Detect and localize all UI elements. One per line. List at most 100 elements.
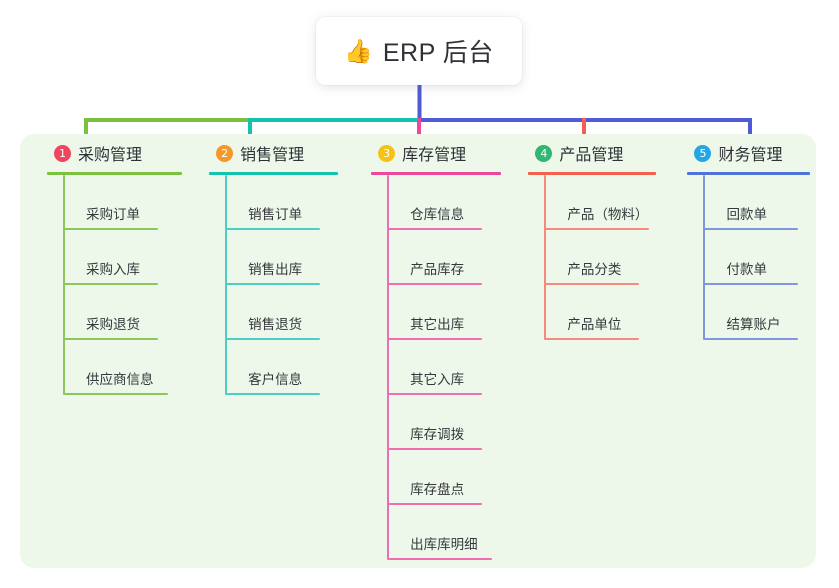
leaf-item-underline	[64, 393, 168, 395]
leaf-item-label: 出库库明细	[410, 537, 478, 552]
leaf-item-label: 产品（物料）	[567, 207, 649, 222]
leaf-item[interactable]: 付款单	[703, 230, 816, 285]
leaf-item-label: 销售退货	[248, 317, 303, 332]
branch-leaf-list: 回款单付款单结算账户	[703, 175, 816, 340]
leaf-item-underline	[64, 338, 158, 340]
leaf-item-label: 销售出库	[248, 262, 303, 277]
branch-column-2: 2 销售管理销售订单销售出库销售退货客户信息	[200, 134, 362, 568]
leaf-item[interactable]: 采购入库	[63, 230, 200, 285]
leaf-item-label: 其它出库	[410, 317, 465, 332]
leaf-item-underline	[226, 283, 321, 285]
branch-column-5: 5 财务管理回款单付款单结算账户	[678, 134, 816, 568]
leaf-item[interactable]: 库存调拨	[387, 395, 519, 450]
branch-index-badge: 4	[535, 144, 553, 162]
leaf-item-underline	[704, 228, 799, 230]
leaf-item[interactable]: 产品库存	[387, 230, 519, 285]
leaf-item-underline	[388, 283, 483, 285]
branch-stem	[703, 175, 706, 340]
leaf-item[interactable]: 产品分类	[544, 230, 678, 285]
leaf-item[interactable]: 其它入库	[387, 340, 519, 395]
leaf-item-underline	[545, 228, 650, 230]
leaf-item-label: 库存盘点	[410, 482, 465, 497]
leaf-item-label: 采购入库	[86, 262, 140, 277]
leaf-item-label: 采购退货	[86, 317, 140, 332]
root-node-title: ERP 后台	[382, 39, 494, 67]
root-node-content: 👍 ERP 后台	[344, 33, 494, 69]
branch-title: 库存管理	[402, 147, 467, 164]
leaf-item[interactable]: 回款单	[703, 175, 816, 230]
branch-stem	[544, 175, 547, 340]
leaf-item-label: 仓库信息	[410, 207, 465, 222]
branch-stem	[387, 175, 390, 560]
branch-leaf-list: 产品（物料） 产品分类产品单位	[544, 175, 678, 340]
branch-title: 采购管理	[78, 147, 143, 164]
branch-title: 产品管理	[559, 147, 624, 164]
leaf-item[interactable]: 仓库信息	[387, 175, 519, 230]
leaf-item-label: 采购订单	[86, 207, 140, 222]
leaf-item-underline	[226, 228, 321, 230]
leaf-item[interactable]: 客户信息	[225, 340, 362, 395]
leaf-item-underline	[226, 338, 321, 340]
branch-header-4[interactable]: 4 产品管理	[519, 134, 678, 172]
leaf-item-underline	[388, 558, 493, 560]
leaf-item[interactable]: 销售出库	[225, 230, 362, 285]
branch-header-1[interactable]: 1 采购管理	[38, 134, 200, 172]
branch-index-badge: 1	[54, 144, 71, 162]
branch-columns: 1 采购管理采购订单采购入库采购退货供应商信息 2 销售管理销售订单销售出库销售退货客…	[20, 134, 816, 568]
leaf-item-underline	[64, 283, 158, 285]
branch-leaf-list: 采购订单采购入库采购退货供应商信息	[63, 175, 200, 395]
leaf-item-label: 结算账户	[726, 317, 781, 332]
leaf-item-label: 其它入库	[410, 372, 465, 387]
leaf-item-underline	[388, 503, 483, 505]
root-node-card[interactable]: 👍 ERP 后台	[316, 17, 522, 85]
leaf-item[interactable]: 产品（物料）	[544, 175, 678, 230]
branch-column-1: 1 采购管理采购订单采购入库采购退货供应商信息	[38, 134, 200, 568]
leaf-item-underline	[545, 283, 640, 285]
branch-underline	[528, 172, 657, 175]
branch-column-4: 4 产品管理产品（物料） 产品分类产品单位	[519, 134, 678, 568]
branch-stem	[63, 175, 65, 395]
leaf-item-underline	[388, 393, 483, 395]
branch-title: 财务管理	[718, 147, 783, 164]
branch-underline	[209, 172, 339, 175]
leaf-item-underline	[704, 283, 799, 285]
leaf-item[interactable]: 销售订单	[225, 175, 362, 230]
leaf-item[interactable]: 其它出库	[387, 285, 519, 340]
leaf-item-label: 库存调拨	[410, 427, 465, 442]
leaf-item-underline	[704, 338, 799, 340]
leaf-item-underline	[388, 448, 483, 450]
branches-panel	[20, 134, 816, 568]
leaf-item-label: 产品分类	[567, 262, 622, 277]
leaf-item-label: 销售订单	[248, 207, 303, 222]
branch-leaf-list: 仓库信息产品库存其它出库其它入库库存调拨库存盘点出库库明细	[387, 175, 519, 560]
leaf-item-underline	[388, 338, 483, 340]
leaf-item[interactable]: 采购订单	[63, 175, 200, 230]
leaf-item[interactable]: 产品单位	[544, 285, 678, 340]
leaf-item[interactable]: 销售退货	[225, 285, 362, 340]
leaf-item-underline	[226, 393, 321, 395]
leaf-item-label: 产品单位	[567, 317, 622, 332]
leaf-item[interactable]: 供应商信息	[63, 340, 200, 395]
branch-header-2[interactable]: 2 销售管理	[200, 134, 362, 172]
leaf-item[interactable]: 结算账户	[703, 285, 816, 340]
thumbs-up-icon: 👍	[344, 37, 373, 64]
leaf-item[interactable]: 库存盘点	[387, 450, 519, 505]
branch-underline	[687, 172, 811, 175]
branch-index-badge: 5	[694, 144, 712, 162]
leaf-item-underline	[545, 338, 640, 340]
branch-title: 销售管理	[240, 147, 305, 164]
leaf-item-label: 回款单	[726, 207, 767, 222]
branch-leaf-list: 销售订单销售出库销售退货客户信息	[225, 175, 362, 395]
branch-index-badge: 2	[216, 144, 234, 162]
leaf-item[interactable]: 采购退货	[63, 285, 200, 340]
leaf-item[interactable]: 出库库明细	[387, 505, 519, 560]
leaf-item-underline	[64, 228, 158, 230]
branch-underline	[371, 172, 502, 175]
branch-header-5[interactable]: 5 财务管理	[678, 134, 816, 172]
branch-stem	[225, 175, 228, 395]
leaf-item-label: 供应商信息	[86, 372, 154, 387]
leaf-item-underline	[388, 228, 483, 230]
